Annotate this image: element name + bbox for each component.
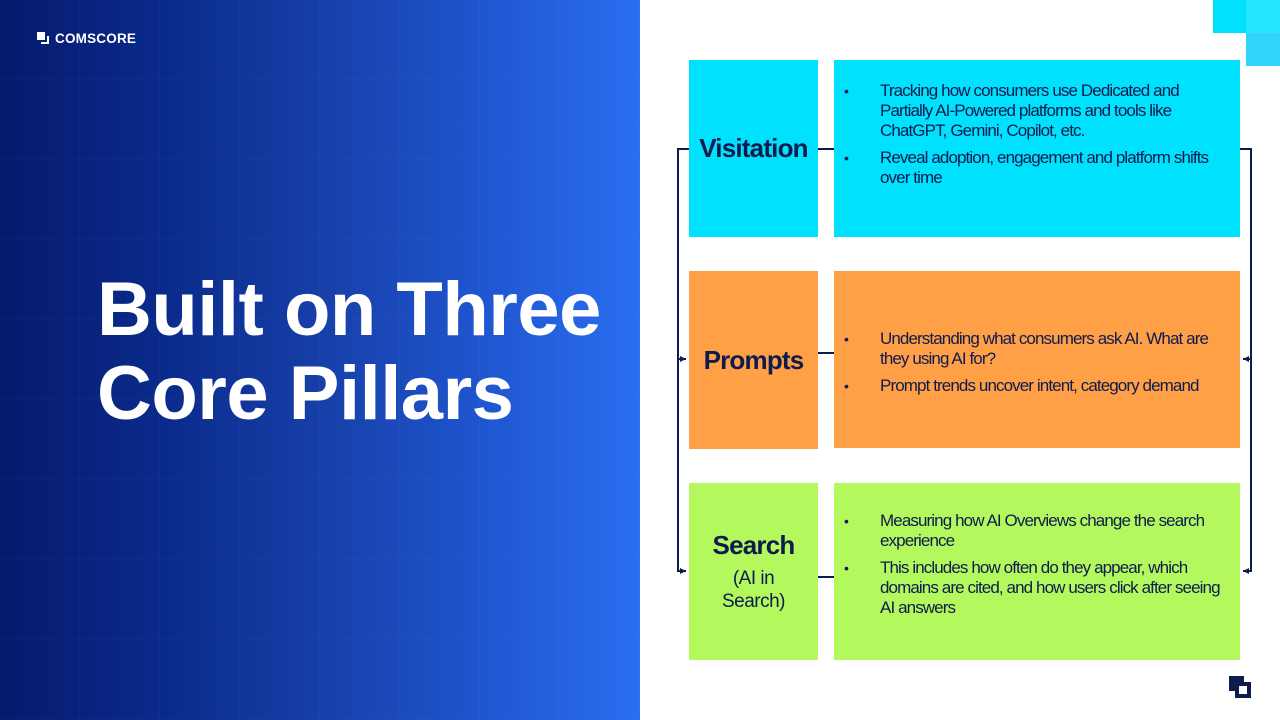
pillar-title: Search [712, 530, 796, 560]
bullet-dot: • [844, 513, 849, 529]
comscore-logo: COMSCORE [37, 31, 136, 46]
slide-title-line-2: Core Pillars [97, 351, 514, 436]
pillar-prompts-description: • Understanding what consumers ask AI. W… [834, 271, 1240, 448]
pillar-prompts-label: Prompts [689, 271, 818, 449]
slide-title-line-1: Built on Three [97, 267, 601, 352]
bullet-text: This includes how often do they appear, … [880, 558, 1221, 617]
bullet-dot: • [844, 378, 849, 394]
pillar-search-label: Search (AI in Search) [689, 483, 818, 660]
decorative-square [1246, 33, 1280, 66]
bullet-item: • This includes how often do they appear… [844, 558, 1228, 618]
title-panel: COMSCORE Built on Three Core Pillars [0, 0, 640, 720]
bullet-item: • Prompt trends uncover intent, category… [844, 376, 1228, 396]
bullet-text: Reveal adoption, engagement and platform… [880, 148, 1209, 187]
bullet-text: Tracking how consumers use Dedicated and… [880, 81, 1180, 140]
pillar-visitation-label: Visitation [689, 60, 818, 237]
bullet-item: • Reveal adoption, engagement and platfo… [844, 148, 1228, 188]
bullet-item: • Tracking how consumers use Dedicated a… [844, 81, 1228, 141]
slide-title: Built on Three Core Pillars [97, 268, 617, 436]
pillar-visitation-description: • Tracking how consumers use Dedicated a… [834, 60, 1240, 237]
comscore-logo-icon [37, 32, 50, 45]
pillar-title: Prompts [703, 344, 805, 375]
bullet-text: Prompt trends uncover intent, category d… [880, 376, 1199, 395]
logo-text: COMSCORE [55, 31, 137, 46]
bullet-text: Understanding what consumers ask AI. Wha… [880, 329, 1209, 368]
bullet-item: • Measuring how AI Overviews change the … [844, 511, 1228, 551]
bullet-dot: • [844, 560, 849, 576]
bullet-dot: • [844, 83, 849, 99]
pillar-search-description: • Measuring how AI Overviews change the … [834, 483, 1240, 660]
pillar-subtitle: (AI in Search) [721, 568, 786, 612]
comscore-mark-icon [1229, 676, 1251, 698]
decorative-square [1213, 0, 1246, 33]
pillar-title: Visitation [699, 133, 808, 163]
bullet-item: • Understanding what consumers ask AI. W… [844, 329, 1228, 369]
decorative-square [1246, 0, 1280, 33]
bullet-dot: • [844, 331, 849, 347]
bullet-text: Measuring how AI Overviews change the se… [880, 511, 1205, 550]
bullet-dot: • [844, 150, 849, 166]
